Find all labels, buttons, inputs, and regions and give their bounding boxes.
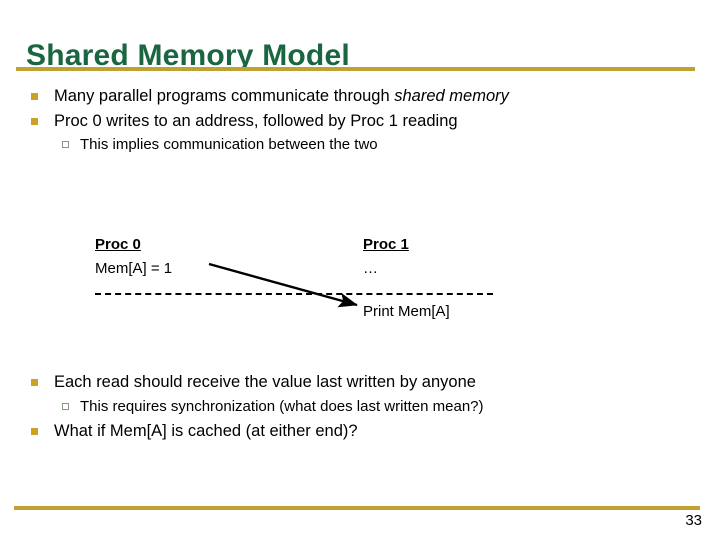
bullet-list-bottom: Each read should receive the value last … [0,370,720,443]
list-item-label: Each read should receive the value last … [54,373,476,391]
page-title: Shared Memory Model [26,39,350,73]
proc0-statement: Mem[A] = 1 [95,260,173,277]
list-item-label: Proc 0 writes to an address, followed by… [54,111,458,130]
filled-square-bullet-icon [31,427,38,435]
footer-divider-rule [14,506,700,510]
bullet-list-top: Many parallel programs communicate throu… [0,84,720,157]
shared-memory-diagram: Proc 0 Mem[A] = 1 Proc 1 … Print Mem[A] [0,228,720,338]
list-item-emphasis: shared memory [394,87,509,105]
proc0-header: Proc 0 [95,236,141,253]
list-item: What if Mem[A] is cached (at either end)… [0,419,720,444]
list-item-label: This requires synchronization (what does… [80,397,484,415]
list-item: This implies communication between the t… [0,133,720,157]
list-item: This requires synchronization (what does… [0,395,720,419]
filled-square-bullet-icon [31,117,38,125]
list-item-label: This implies communication between the t… [80,136,378,153]
list-item-label: Many parallel programs communicate throu… [54,87,395,105]
hollow-square-bullet-icon [62,402,69,410]
communication-arrow-icon [208,262,358,308]
list-item: Proc 0 writes to an address, followed by… [0,109,720,134]
proc1-header: Proc 1 [363,236,409,253]
proc1-statement: … [363,260,378,277]
title-divider-rule [16,67,695,71]
hollow-square-bullet-icon [62,141,69,148]
time-divider-dashed-line [95,293,493,295]
list-item: Each read should receive the value last … [0,370,720,395]
filled-square-bullet-icon [31,93,38,100]
page-number: 33 [685,512,702,529]
proc1-print-statement: Print Mem[A] [363,303,450,320]
filled-square-bullet-icon [31,379,38,386]
list-item-label: What if Mem[A] is cached (at either end)… [54,421,358,440]
list-item: Many parallel programs communicate throu… [0,84,720,109]
